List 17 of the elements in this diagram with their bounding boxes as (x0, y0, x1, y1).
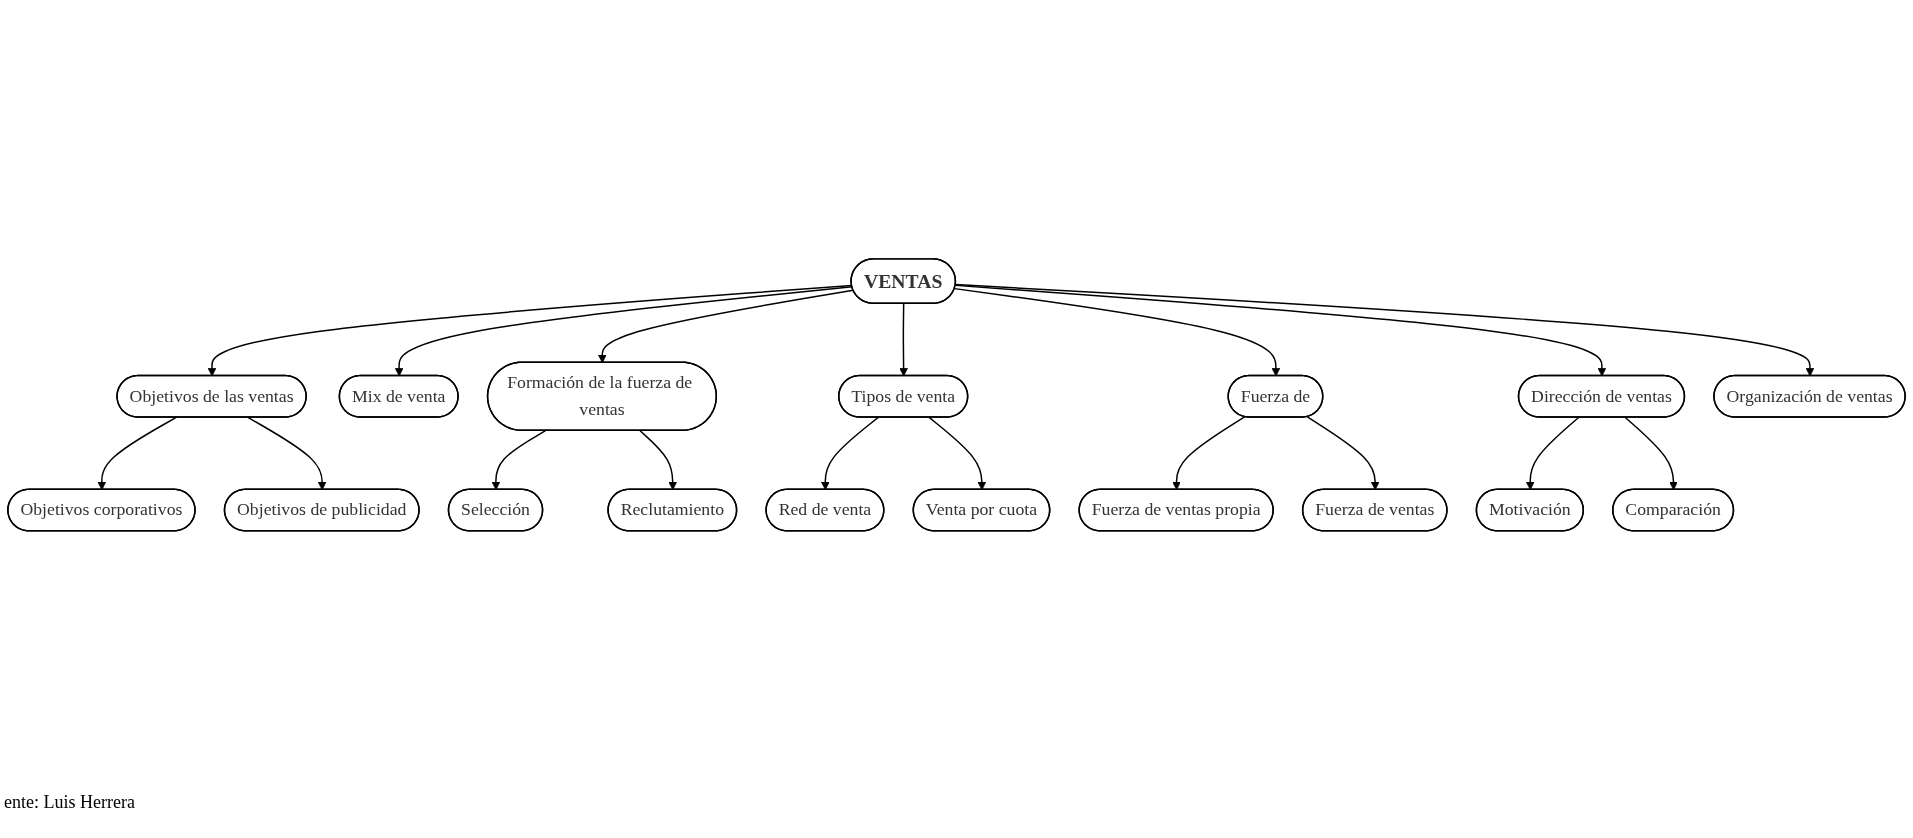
arrow (639, 430, 678, 491)
arrow (1172, 416, 1246, 491)
arrow (1525, 416, 1580, 491)
arrow (247, 416, 327, 491)
arrow (928, 416, 987, 491)
arrow (207, 284, 853, 377)
arrow (954, 283, 1815, 377)
arrow (953, 288, 1281, 377)
source-note: ente: Luis Herrera (4, 792, 135, 813)
arrow (97, 416, 177, 491)
arrow (394, 286, 853, 377)
arrow (1624, 416, 1678, 491)
arrow (491, 430, 547, 491)
arrow (899, 303, 908, 377)
arrow (1306, 416, 1380, 491)
arrow (820, 416, 879, 491)
arrow (954, 284, 1607, 377)
